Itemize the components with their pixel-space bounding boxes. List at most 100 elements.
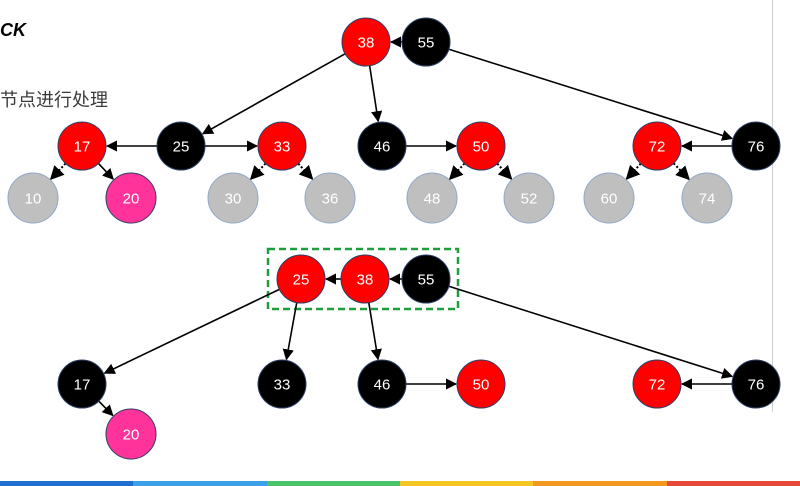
node-circle — [257, 359, 307, 409]
edge-t55-t76 — [448, 48, 734, 141]
node-circle — [207, 172, 259, 224]
node-circle — [341, 17, 391, 67]
edge-b55-b76 — [448, 285, 734, 379]
node-label: 33 — [274, 139, 291, 156]
node-b25: 25 — [276, 254, 326, 304]
edge-t33-t30 — [249, 162, 267, 181]
node-circle — [406, 172, 458, 224]
node-circle — [401, 17, 451, 67]
edge-t38-t46 — [368, 65, 383, 123]
node-b46: 46 — [357, 359, 407, 409]
page-subtitle: 节点进行处理 — [0, 90, 108, 110]
node-t60: 60 — [583, 172, 635, 224]
node-circle — [681, 172, 733, 224]
node-circle — [257, 121, 307, 171]
bottom-bar-segment — [0, 481, 134, 486]
node-circle — [632, 121, 682, 171]
node-t50: 50 — [456, 121, 506, 171]
node-circle — [57, 121, 107, 171]
node-label: 17 — [74, 377, 91, 394]
bottom-bar-segment — [266, 481, 400, 486]
node-label: 17 — [74, 139, 91, 156]
node-circle — [156, 121, 206, 171]
node-label: 36 — [322, 191, 339, 208]
node-label: 76 — [748, 377, 765, 394]
node-b20: 20 — [105, 408, 157, 460]
nodes-layer: 38 55 17 25 33 46 50 72 76 10 20 30 36 48 52 60 74 25 38 55… — [7, 17, 781, 460]
node-circle — [304, 172, 356, 224]
node-label: 76 — [748, 139, 765, 156]
node-t30: 30 — [207, 172, 259, 224]
bottom-bar-segment — [666, 481, 800, 486]
bottom-bar-segment — [133, 481, 267, 486]
node-circle — [583, 172, 635, 224]
node-label: 30 — [225, 191, 242, 208]
node-circle — [357, 121, 407, 171]
node-b38: 38 — [340, 254, 390, 304]
node-t25: 25 — [156, 121, 206, 171]
node-label: 50 — [473, 139, 490, 156]
edge-t38-t25 — [201, 53, 346, 135]
edge-b38-b46 — [368, 302, 382, 361]
node-label: 46 — [374, 139, 391, 156]
node-t20: 20 — [105, 172, 157, 224]
node-label: 46 — [374, 377, 391, 394]
node-label: 20 — [123, 427, 140, 444]
node-circle — [731, 359, 781, 409]
edge-b25-b17 — [103, 288, 280, 374]
node-circle — [401, 254, 451, 304]
node-label: 38 — [357, 272, 374, 289]
node-b72: 72 — [632, 359, 682, 409]
node-label: 38 — [358, 35, 375, 52]
node-label: 72 — [649, 139, 666, 156]
node-b76: 76 — [731, 359, 781, 409]
node-label: 10 — [25, 191, 42, 208]
edge-t50-t48 — [448, 162, 466, 181]
node-b33: 33 — [257, 359, 307, 409]
node-label: 20 — [123, 191, 140, 208]
node-label: 25 — [293, 272, 310, 289]
edge-t72-t74 — [672, 162, 690, 181]
node-circle — [105, 408, 157, 460]
edge-t72-t60 — [625, 162, 642, 180]
edge-t33-t36 — [297, 162, 314, 180]
node-label: 33 — [274, 377, 291, 394]
node-t52: 52 — [503, 172, 555, 224]
highlighted-node-group-box — [266, 247, 460, 311]
node-label: 60 — [601, 191, 618, 208]
bottom-bar-segment — [399, 481, 534, 486]
node-circle — [7, 172, 59, 224]
node-t48: 48 — [406, 172, 458, 224]
node-circle — [276, 254, 326, 304]
node-circle — [57, 359, 107, 409]
edge-b25-b33 — [282, 302, 298, 361]
node-label: 74 — [699, 191, 716, 208]
node-label: 52 — [521, 191, 538, 208]
edge-t17-t10 — [49, 162, 67, 181]
node-t76: 76 — [731, 121, 781, 171]
node-t17: 17 — [57, 121, 107, 171]
bottom-bar-segment — [533, 481, 667, 486]
node-t55: 55 — [401, 17, 451, 67]
page-title: CK — [0, 20, 26, 40]
edge-b17-b20 — [98, 400, 114, 417]
bottom-color-bar — [0, 481, 800, 486]
node-label: 48 — [424, 191, 441, 208]
node-circle — [456, 359, 506, 409]
node-circle — [503, 172, 555, 224]
node-t46: 46 — [357, 121, 407, 171]
node-t10: 10 — [7, 172, 59, 224]
node-t36: 36 — [304, 172, 356, 224]
node-t74: 74 — [681, 172, 733, 224]
node-circle — [340, 254, 390, 304]
node-t33: 33 — [257, 121, 307, 171]
node-circle — [105, 172, 157, 224]
edges-layer — [49, 36, 734, 417]
slide-divider — [772, 0, 773, 412]
node-b55: 55 — [401, 254, 451, 304]
node-circle — [357, 359, 407, 409]
node-t38: 38 — [341, 17, 391, 67]
edge-t50-t52 — [496, 162, 513, 180]
node-circle — [731, 121, 781, 171]
